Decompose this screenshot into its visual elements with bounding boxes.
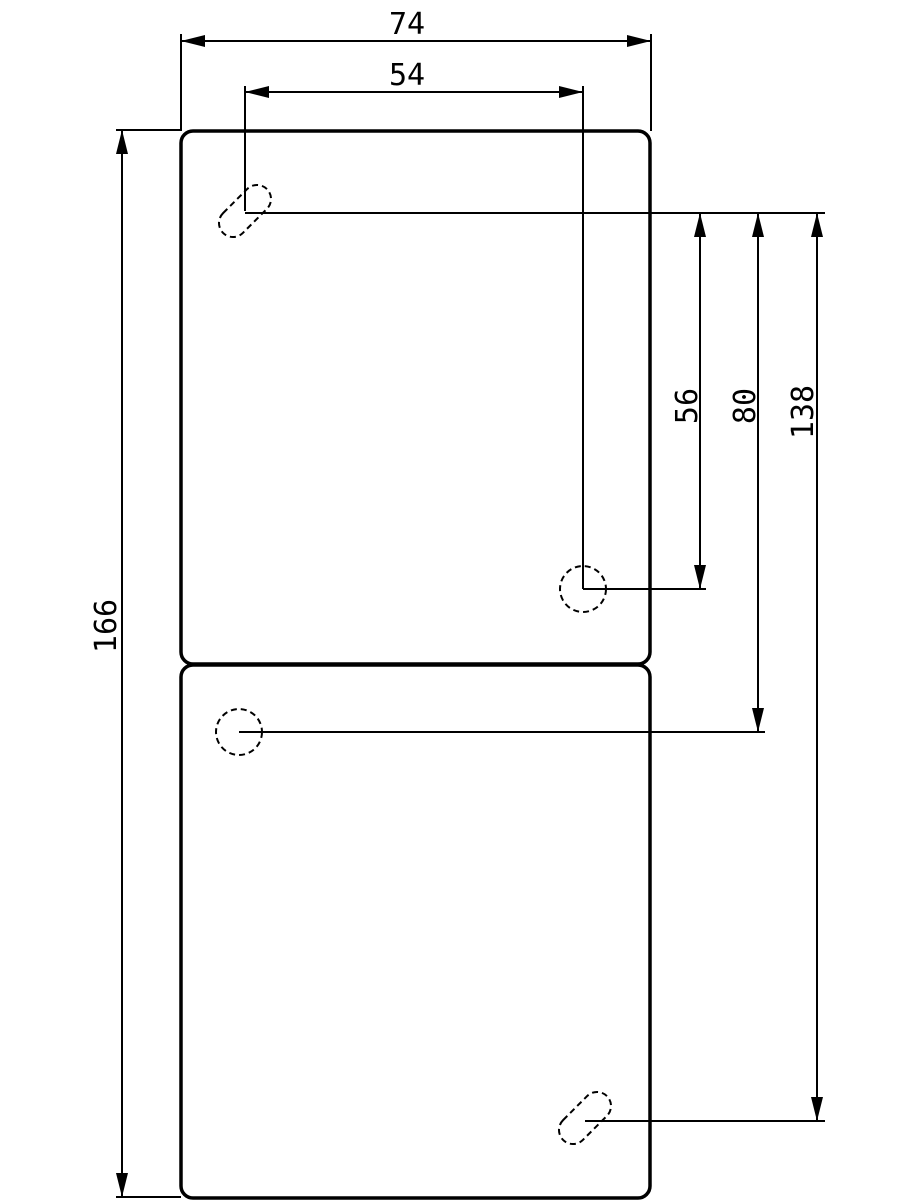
dim-label-56: 56 — [670, 388, 705, 424]
extension-lines — [116, 34, 825, 1198]
slot-hole-bottom-right — [557, 1090, 613, 1146]
plate-outlines — [179, 129, 652, 1200]
dim-label-166: 166 — [89, 599, 124, 653]
dim-label-138: 138 — [786, 385, 821, 439]
dimension-lines — [116, 35, 823, 1197]
dim-label-54: 54 — [389, 58, 425, 93]
upper-plate — [179, 129, 652, 666]
slot-hole-top-left — [217, 183, 273, 239]
dimension-labels: 74 54 166 56 80 138 — [89, 7, 821, 653]
dim-label-74: 74 — [389, 7, 425, 42]
dim-label-80: 80 — [728, 388, 763, 424]
lower-plate — [179, 663, 652, 1200]
